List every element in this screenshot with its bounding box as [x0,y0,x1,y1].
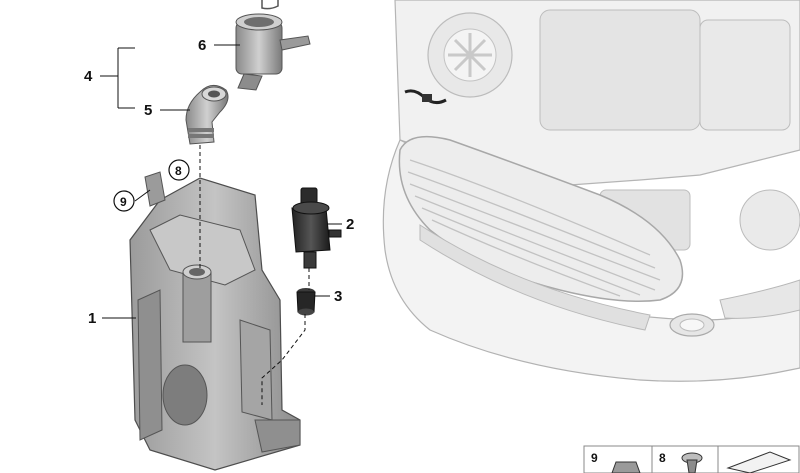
callout-2: 2 [346,216,354,233]
callout-8-circle: 8 [168,159,190,181]
callout-9-circle: 9 [113,190,135,212]
vehicle-front-illustration [382,0,800,382]
clip-nut-icon [611,461,641,473]
small-parts-legend: 9 8 [583,445,800,473]
callout-5: 5 [144,102,152,119]
callout-8: 8 [175,164,182,178]
legend-label-9: 9 [591,451,598,465]
callout-1: 1 [88,310,96,327]
bracket-icon [726,451,792,473]
callout-6: 6 [198,37,206,54]
callout-4: 4 [84,68,93,85]
callout-3: 3 [334,288,342,305]
washer-fluid-reservoir [129,171,301,471]
pump-grommet [296,288,316,316]
legend-label-8: 8 [659,451,666,465]
filler-neck-upper [235,0,311,91]
assembly-guide-lines [199,145,310,405]
washer-pump [291,187,342,269]
leader-lines [100,44,342,319]
filler-tube-elbow [185,85,229,145]
callout-9: 9 [120,195,127,209]
screw-icon [681,452,703,473]
